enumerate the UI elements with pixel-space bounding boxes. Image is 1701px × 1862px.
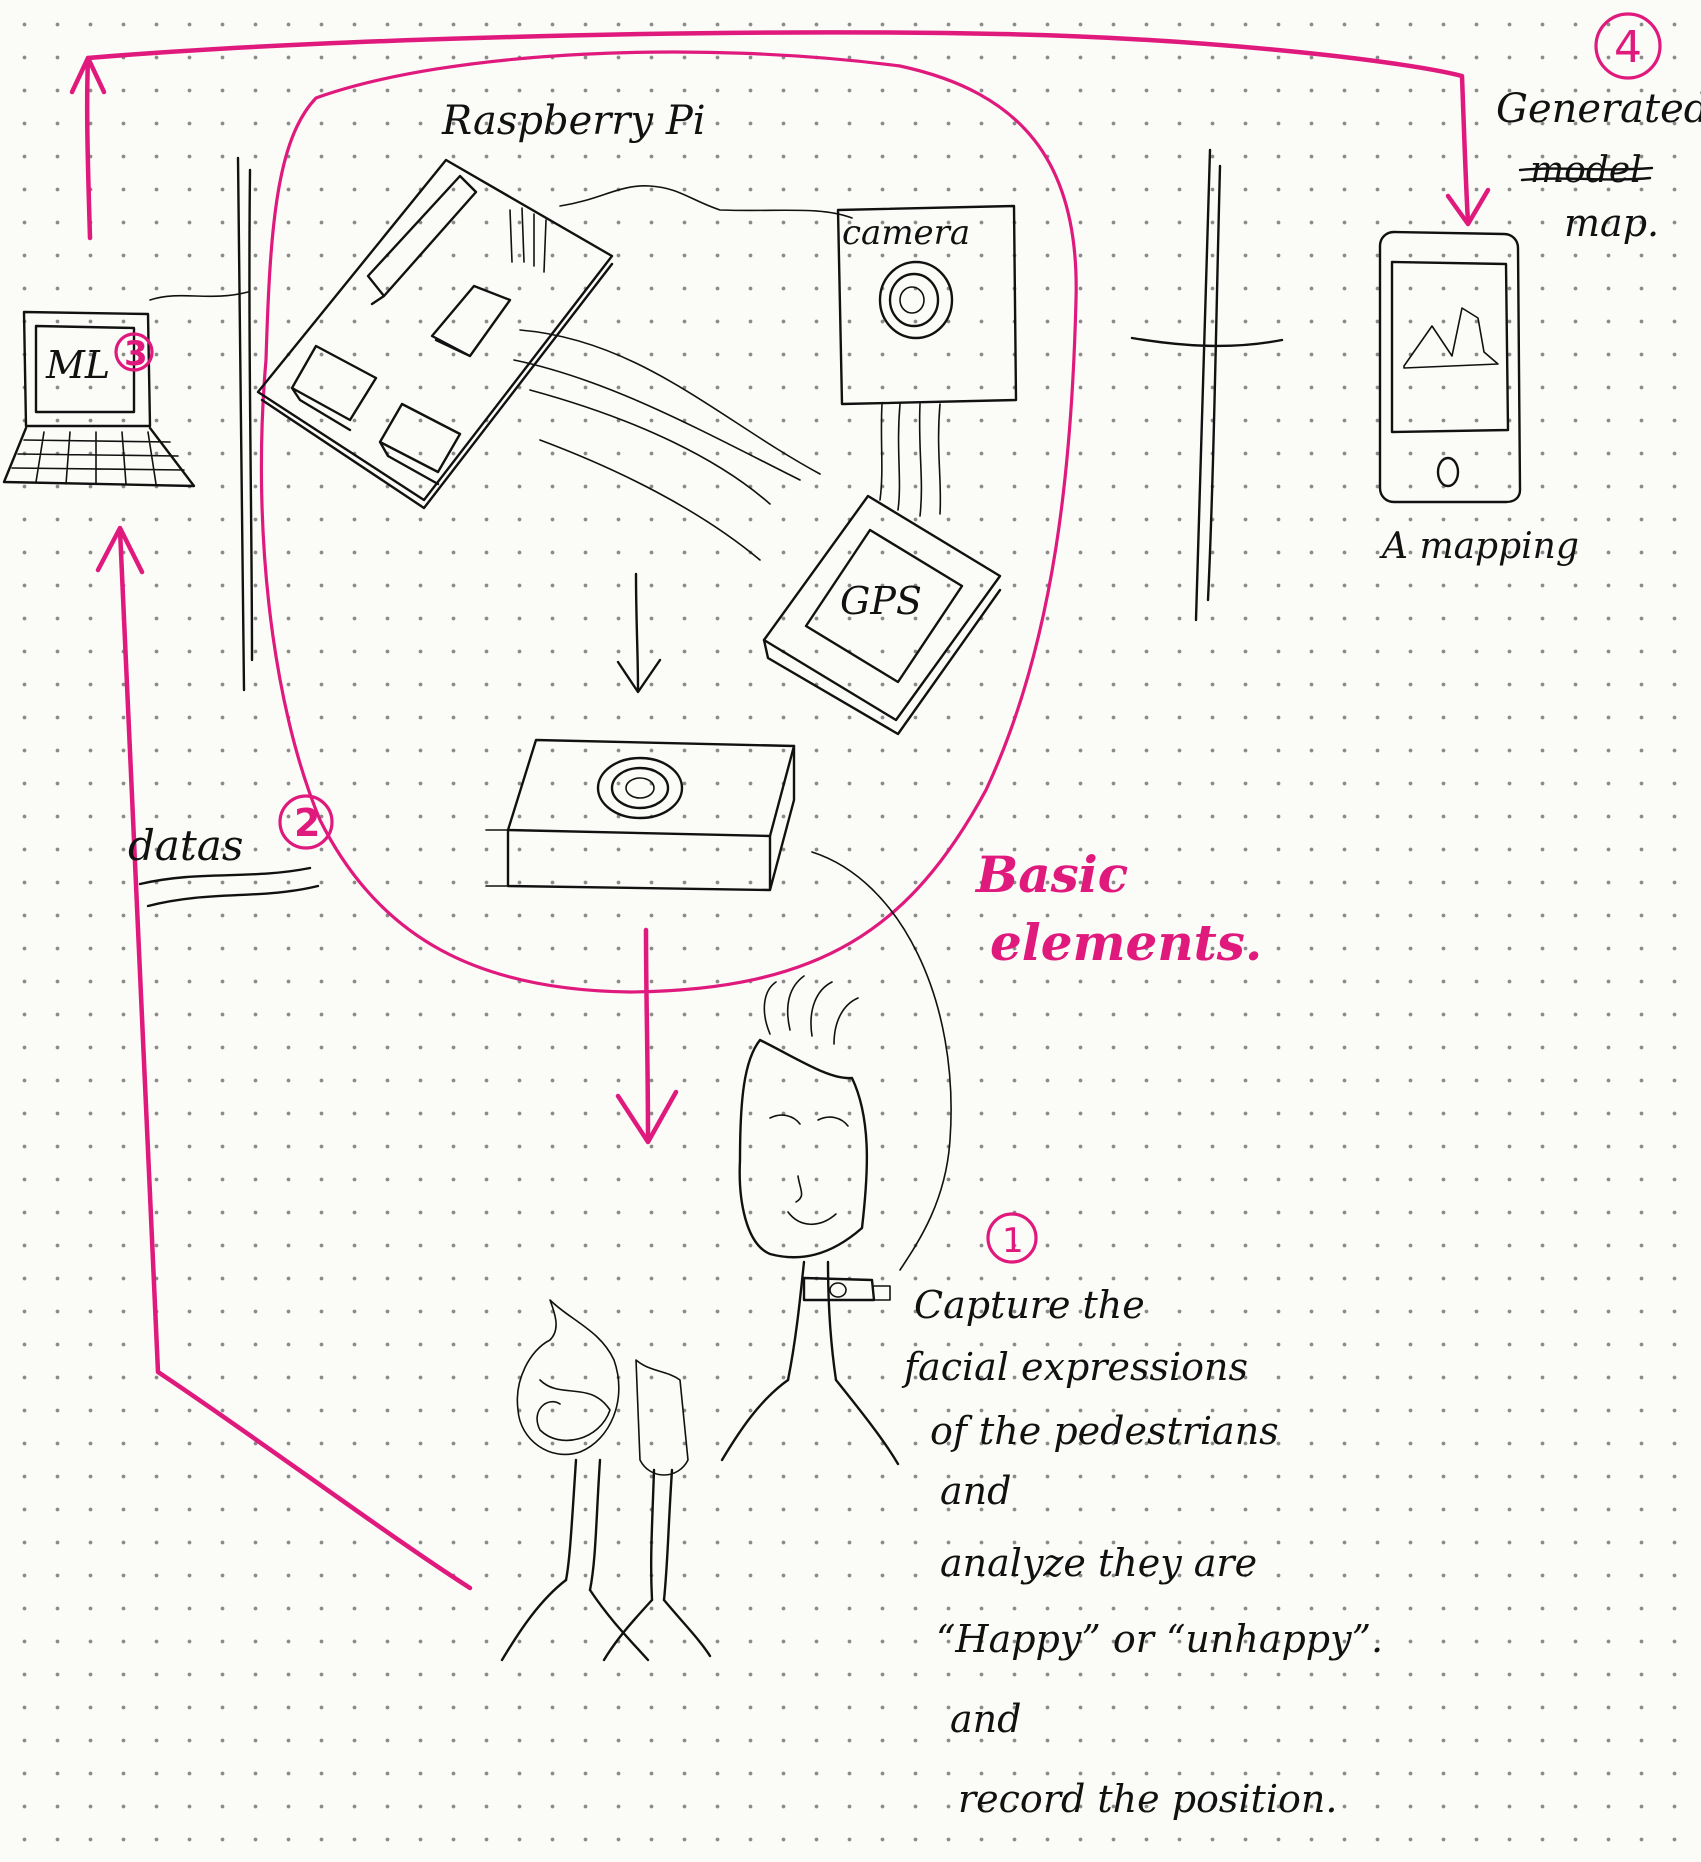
arrowhead-down-person [615,1089,679,1145]
raspberry-pi-label: Raspberry Pi [441,98,706,144]
flow-line-down [643,927,651,1143]
map-label: map. [1564,201,1659,245]
caption-line-8: record the position. [958,1777,1337,1821]
datas-underline [138,866,320,908]
raspberry-pi-board [256,158,853,510]
divider-left [236,156,254,692]
caption-line-1: Capture the [914,1283,1145,1327]
camera-module-sketch [485,738,952,1271]
caption-line-4: and [940,1469,1011,1513]
arrow-down-inner [616,572,662,694]
flow-line-left [117,527,473,1591]
a-mapping-label: A mapping [1379,526,1579,567]
basic-elements-label-line2: elements. [990,913,1262,972]
caption-line-7: and [950,1697,1021,1741]
generated-label: Generated [1496,86,1701,132]
step-2-number: 2 [294,801,320,845]
basic-elements-label-line1: Basic [974,845,1128,904]
caption-line-3: of the pedestrians [930,1409,1279,1453]
gps-module-sketch [762,494,1002,736]
camera-label: camera [842,213,970,253]
person-sketch [720,975,900,1466]
caption-line-5: analyze they are [940,1541,1257,1585]
model-struck-label: model [1530,150,1642,191]
cable-lines [513,329,821,561]
step-3-number: 3 [124,334,148,374]
arrowhead-down-phone [1445,187,1491,227]
divider-right [1130,148,1284,622]
caption-line-6: “Happy” or “unhappy”. [936,1617,1383,1661]
laptop-sketch [2,291,249,488]
step-1-number: 1 [1002,1221,1024,1261]
camera-sketch [836,204,1018,517]
ml-label: ML [45,343,110,387]
step-2-circle [278,794,334,850]
caption-line-2: facial expressions [901,1345,1248,1389]
datas-label: datas [128,821,243,870]
step-3-circle [114,332,154,372]
caption-block: Capture the facial expressions of the pe… [901,1283,1383,1821]
model-strikethrough [1518,166,1654,182]
arrowhead-up-laptop-bottom [95,525,145,575]
step-4-circle [1594,12,1662,80]
smartphone-sketch [1378,230,1522,504]
pedestrians-sketch [500,1299,712,1662]
step-1-circle [986,1212,1038,1264]
step-4-number: 4 [1614,22,1642,73]
gps-label: GPS [840,579,922,623]
basic-elements-outline [259,50,1078,994]
arrowhead-up-laptop [69,55,107,95]
